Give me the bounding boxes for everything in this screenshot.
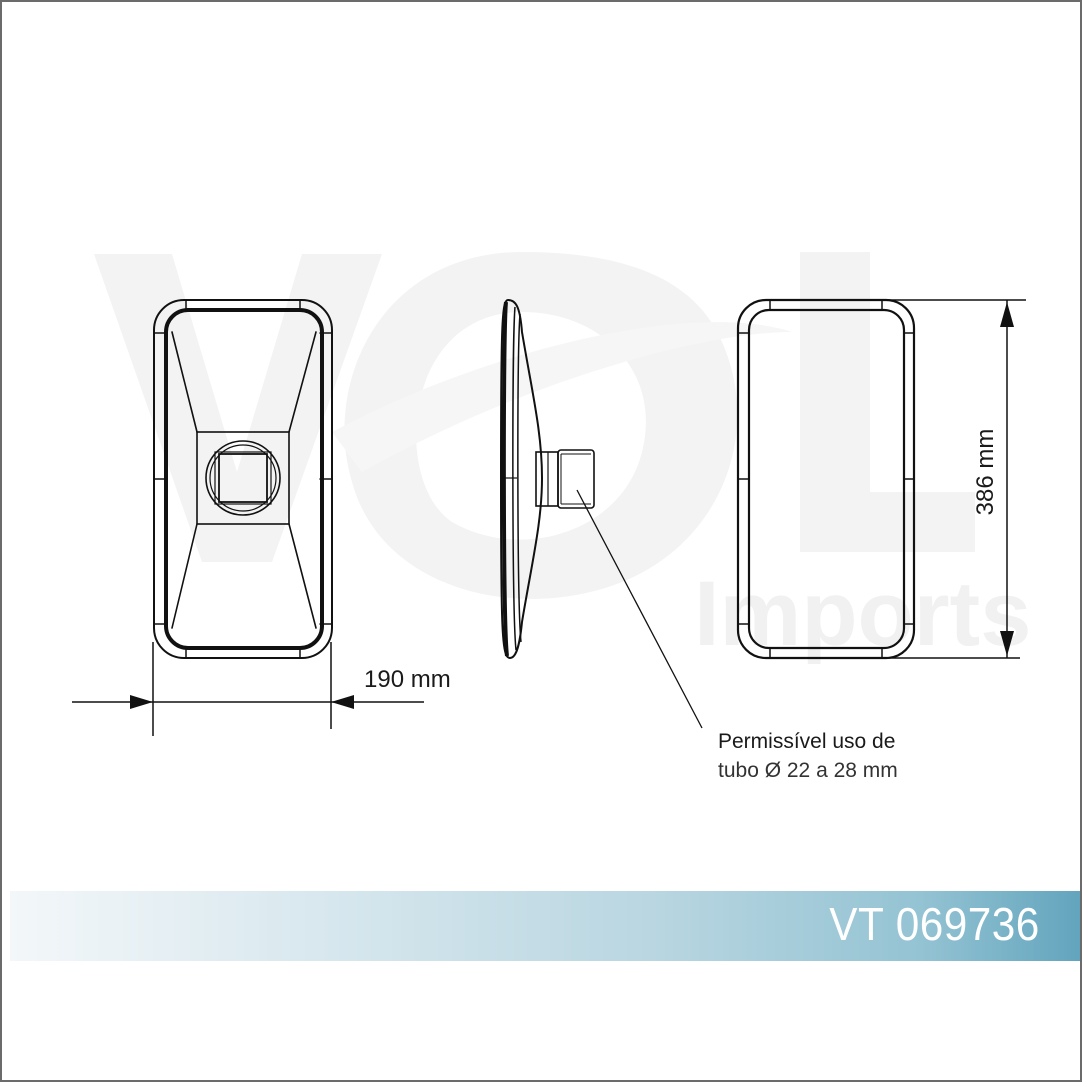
tube-note-line2: tubo Ø 22 a 28 mm	[718, 759, 898, 782]
width-dimension	[72, 642, 424, 736]
height-dimension-label: 386 mm	[972, 428, 999, 516]
width-dimension-label: 190 mm	[364, 666, 451, 693]
side-view	[499, 298, 703, 729]
tube-note: Permissível uso de tubo Ø 22 a 28 mm	[718, 727, 898, 785]
front-view	[736, 298, 916, 660]
height-dimension	[882, 299, 1026, 659]
back-view	[153, 299, 333, 659]
leader-line	[576, 489, 703, 729]
part-code-banner: VT 069736	[10, 891, 1080, 961]
tube-note-line1: Permissível uso de	[718, 730, 896, 753]
part-code: VT 069736	[829, 898, 1040, 950]
